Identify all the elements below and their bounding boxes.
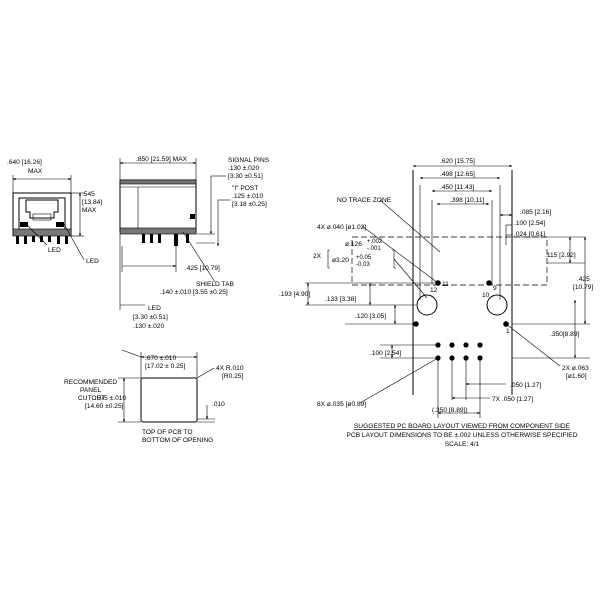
signal-pins-dim-2: [3.30 ±0.51]	[228, 173, 263, 180]
no-trace-zone	[351, 236, 548, 286]
signal-pins-dim-1: .130 ±.020	[228, 165, 259, 172]
signal-pin-holes	[435, 342, 483, 361]
dim-350-bottom: (.350 [8.89])	[432, 407, 468, 414]
pin-label-11: 11	[442, 281, 449, 288]
dim-193: .193 [4.90]	[279, 291, 310, 298]
front-height-note: MAX	[82, 207, 97, 214]
dim-425-2: [10.79]	[573, 284, 593, 291]
front-led-label-1: LED	[48, 247, 61, 254]
pcb-layout: 11 10 9 12 1 .620 [15.75] .498 [12.65] .…	[279, 158, 593, 448]
hole-320-tol-plus: +0.05	[356, 255, 372, 261]
pin-label-9: 9	[493, 285, 497, 292]
pin-label-12: 12	[430, 287, 438, 294]
rj45-contacts	[32, 213, 52, 221]
pin-label-1: 1	[506, 328, 510, 335]
dim-450: .450 [11.43]	[440, 184, 475, 191]
dim-425-1: .425	[577, 276, 590, 283]
shield-tab-label: SHIELD TAB	[196, 281, 234, 288]
hole-126-dim: ø.126	[345, 241, 362, 248]
dim-498: .498 [12.65]	[440, 171, 475, 178]
shield-tab-dim: .140 ±.010 [3.55 ±0.25]	[160, 289, 228, 296]
dim-120: .120 [3.05]	[355, 313, 386, 320]
front-width-dim: .640 [16.26]	[7, 159, 42, 166]
cutout-radius-dim-1: 4X R.010	[216, 365, 244, 372]
pcb-caption-3: SCALE: 4/1	[445, 441, 480, 448]
side-length-dim: .850 [21.59] MAX	[136, 156, 188, 163]
dim-350: .350[8.89]	[550, 331, 579, 338]
led-right	[56, 222, 64, 227]
cutout-view: .670 ±.010 [17.02 ± 0.25] RECOMMENDED PA…	[64, 349, 244, 444]
hole-126-tol-minus: -.001	[367, 246, 381, 252]
cutout-radius-dim-2: [R0.25]	[222, 373, 243, 380]
cutout-bottom-note-1: TOP OF PCB TO	[142, 429, 192, 436]
pin-label-10: 10	[482, 292, 490, 299]
dim-100-left: .100 [2.54]	[370, 350, 401, 357]
front-width-note: MAX	[28, 168, 43, 175]
hole-063-dim-1: 2X ø.063	[562, 365, 589, 372]
hole-320-prefix: 2X	[313, 253, 322, 260]
mounting-hole-right	[486, 294, 508, 316]
post-dim-2: [3.18 ±0.25]	[232, 201, 267, 208]
side-view-housing	[119, 179, 197, 233]
dim-133: .133 [3.38]	[325, 296, 356, 303]
pcb-caption-2: PCB LAYOUT DIMENSIONS TO BE ±.002 UNLESS…	[347, 432, 578, 439]
led-left	[20, 222, 28, 227]
cutout-width-dim-1: .670 ±.010	[145, 355, 176, 362]
post-dim-1: .125 ±.010	[232, 193, 263, 200]
cutout-width-dim-2: [17.02 ± 0.25]	[145, 363, 185, 370]
dim-620: .620 [15.75]	[440, 158, 475, 165]
front-view: .640 [16.26] MAX .545 [13.84] MAX LED LE…	[7, 159, 102, 265]
side-view-led	[190, 214, 195, 219]
hole-040-dim: 4X ø.040 [ø1.02]	[317, 224, 366, 231]
cutout-height-dim-1: .575 ±.010	[95, 395, 126, 402]
side-led-dim-1: [3.30 ±0.51]	[133, 314, 168, 321]
cutout-bottom-note-2: BOTTOM OF OPENING	[142, 437, 213, 444]
cutout-label-1: RECOMMENDED	[64, 379, 117, 386]
no-trace-label: NO TRACE ZONE	[337, 197, 392, 204]
side-led-label: LED	[148, 305, 161, 312]
post-pin-dim: .425 [10.79]	[185, 265, 220, 272]
front-view-pins	[16, 236, 68, 244]
dim-100: .100 [2.54]	[514, 220, 545, 227]
post-label: "I" POST	[232, 185, 258, 192]
pcb-caption-1: SUGGESTED PC BOARD LAYOUT VIEWED FROM CO…	[354, 423, 571, 430]
front-view-base	[12, 228, 72, 237]
dim-7x: 7X .050 [1.27]	[492, 396, 533, 403]
front-led-label-2: LED	[86, 258, 99, 265]
rj45-jack-opening	[25, 199, 59, 219]
cutout-label-3: CUTOUT	[78, 395, 105, 402]
hole-035-dim: 8X ø.035 [ø0.89]	[317, 401, 366, 408]
dim-085: .085 [2.16]	[520, 209, 551, 216]
front-height-dim-1: .545	[82, 191, 95, 198]
hole-063-dim-2: [ø1.60]	[566, 373, 587, 380]
hole-126-tol-plus: +.002	[367, 239, 383, 245]
hole-320-dim: ø3.20	[332, 257, 349, 264]
dim-398: .398 [10.11]	[450, 197, 485, 204]
cutout-label-2: PANEL	[80, 387, 101, 394]
side-led-dim-2: .130 ±.020	[133, 323, 164, 330]
panel-cutout-rect	[140, 377, 198, 423]
front-height-dim-2: [13.84]	[82, 199, 102, 206]
cutout-height-dim-2: [14.60 ±0.25]	[85, 403, 124, 410]
side-view-pins	[142, 234, 189, 246]
hole-320-tol-minus: -0.03	[356, 262, 370, 268]
side-view-top-shield	[119, 179, 197, 185]
cutout-offset-dim: .010	[212, 401, 225, 408]
signal-pins-label: SIGNAL PINS	[228, 157, 270, 164]
dim-024: .024 [0.61]	[514, 231, 545, 238]
side-view: .850 [21.59] MAX SIGNAL PINS .130 ±.020 …	[119, 156, 270, 330]
side-view-base	[119, 227, 197, 235]
mounting-hole-left	[416, 294, 438, 316]
dim-115: .115 [2.92]	[545, 252, 576, 259]
dim-050: .050 [1.27]	[510, 382, 541, 389]
